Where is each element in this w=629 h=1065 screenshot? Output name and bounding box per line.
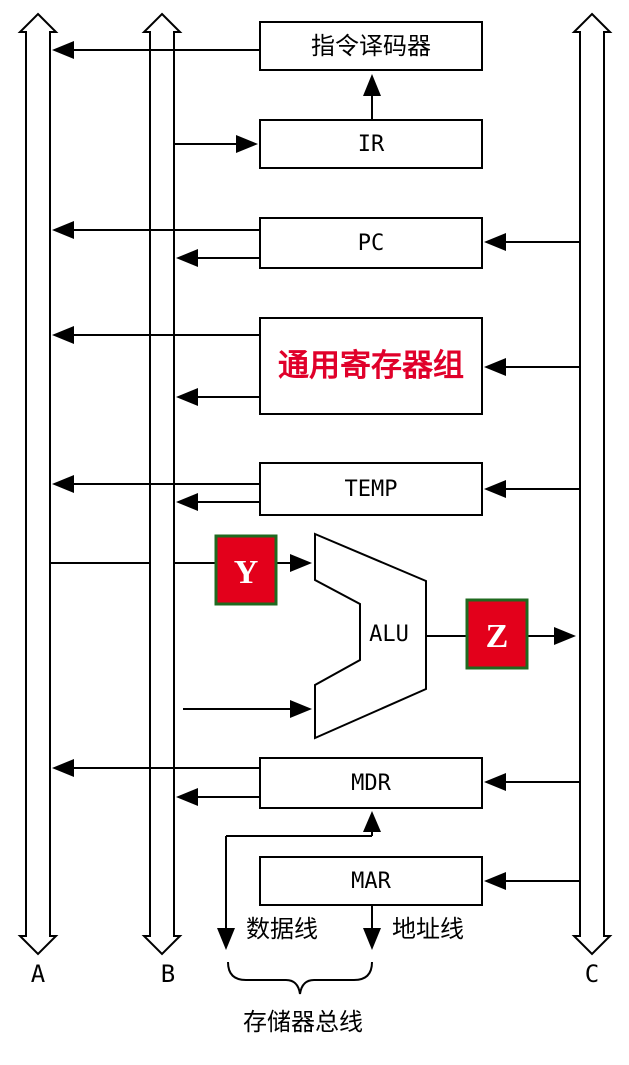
mdr-to-bus-b-arrow <box>176 788 260 806</box>
alu-label: ALU <box>369 622 409 647</box>
pc-to-bus-b-arrow <box>176 249 260 267</box>
address-line-label: 地址线 <box>392 915 464 943</box>
bus-c-to-mdr-arrow <box>484 773 580 791</box>
bus-a-label: A <box>31 960 46 988</box>
ir-block: IR <box>259 119 483 169</box>
ir-to-decoder-arrow <box>363 74 381 120</box>
bus-c-to-mar-arrow <box>484 872 580 890</box>
bus-b-label: B <box>161 960 175 988</box>
registers-block: 通用寄存器组 <box>259 317 483 415</box>
bus-b-to-alu-arrow <box>183 700 312 718</box>
memory-bus-label: 存储器总线 <box>243 1008 363 1036</box>
bus-a <box>17 12 59 956</box>
temp-block: TEMP <box>259 462 483 516</box>
bus-c-to-registers-arrow <box>484 358 580 376</box>
mar-block: MAR <box>259 856 483 906</box>
bus-b-to-ir-arrow <box>174 135 258 153</box>
mar-label: MAR <box>351 869 391 894</box>
y-register-label: Y <box>234 554 259 591</box>
bus-c <box>571 12 613 956</box>
pc-label: PC <box>358 231 385 256</box>
y-register-tag: Y <box>214 534 278 606</box>
address-line-wire <box>363 905 381 950</box>
ir-label: IR <box>358 132 385 157</box>
temp-label: TEMP <box>345 477 398 502</box>
decoder-block: 指令译码器 <box>259 21 483 71</box>
registers-to-bus-b-arrow <box>176 388 260 406</box>
bus-c-to-temp-arrow <box>484 480 580 498</box>
data-line-wire <box>217 811 381 950</box>
bus-c-label: C <box>585 960 599 988</box>
alu-block: ALU <box>314 532 427 740</box>
decoder-label: 指令译码器 <box>311 32 431 60</box>
memory-bus-brace <box>227 961 373 995</box>
z-register-tag: Z <box>465 598 529 670</box>
mdr-to-bus-a-arrow <box>52 759 260 777</box>
pc-to-bus-a-arrow <box>52 221 260 239</box>
bus-c-to-pc-arrow <box>484 233 580 251</box>
mdr-label: MDR <box>351 771 391 796</box>
z-register-label: Z <box>486 618 509 655</box>
decoder-to-bus-a-arrow <box>52 41 260 59</box>
temp-to-bus-a-arrow <box>52 475 260 493</box>
data-line-label: 数据线 <box>246 915 318 943</box>
pc-block: PC <box>259 217 483 269</box>
registers-label: 通用寄存器组 <box>278 348 464 384</box>
registers-to-bus-a-arrow <box>52 326 260 344</box>
temp-to-bus-b-arrow <box>176 493 260 511</box>
mdr-block: MDR <box>259 757 483 809</box>
